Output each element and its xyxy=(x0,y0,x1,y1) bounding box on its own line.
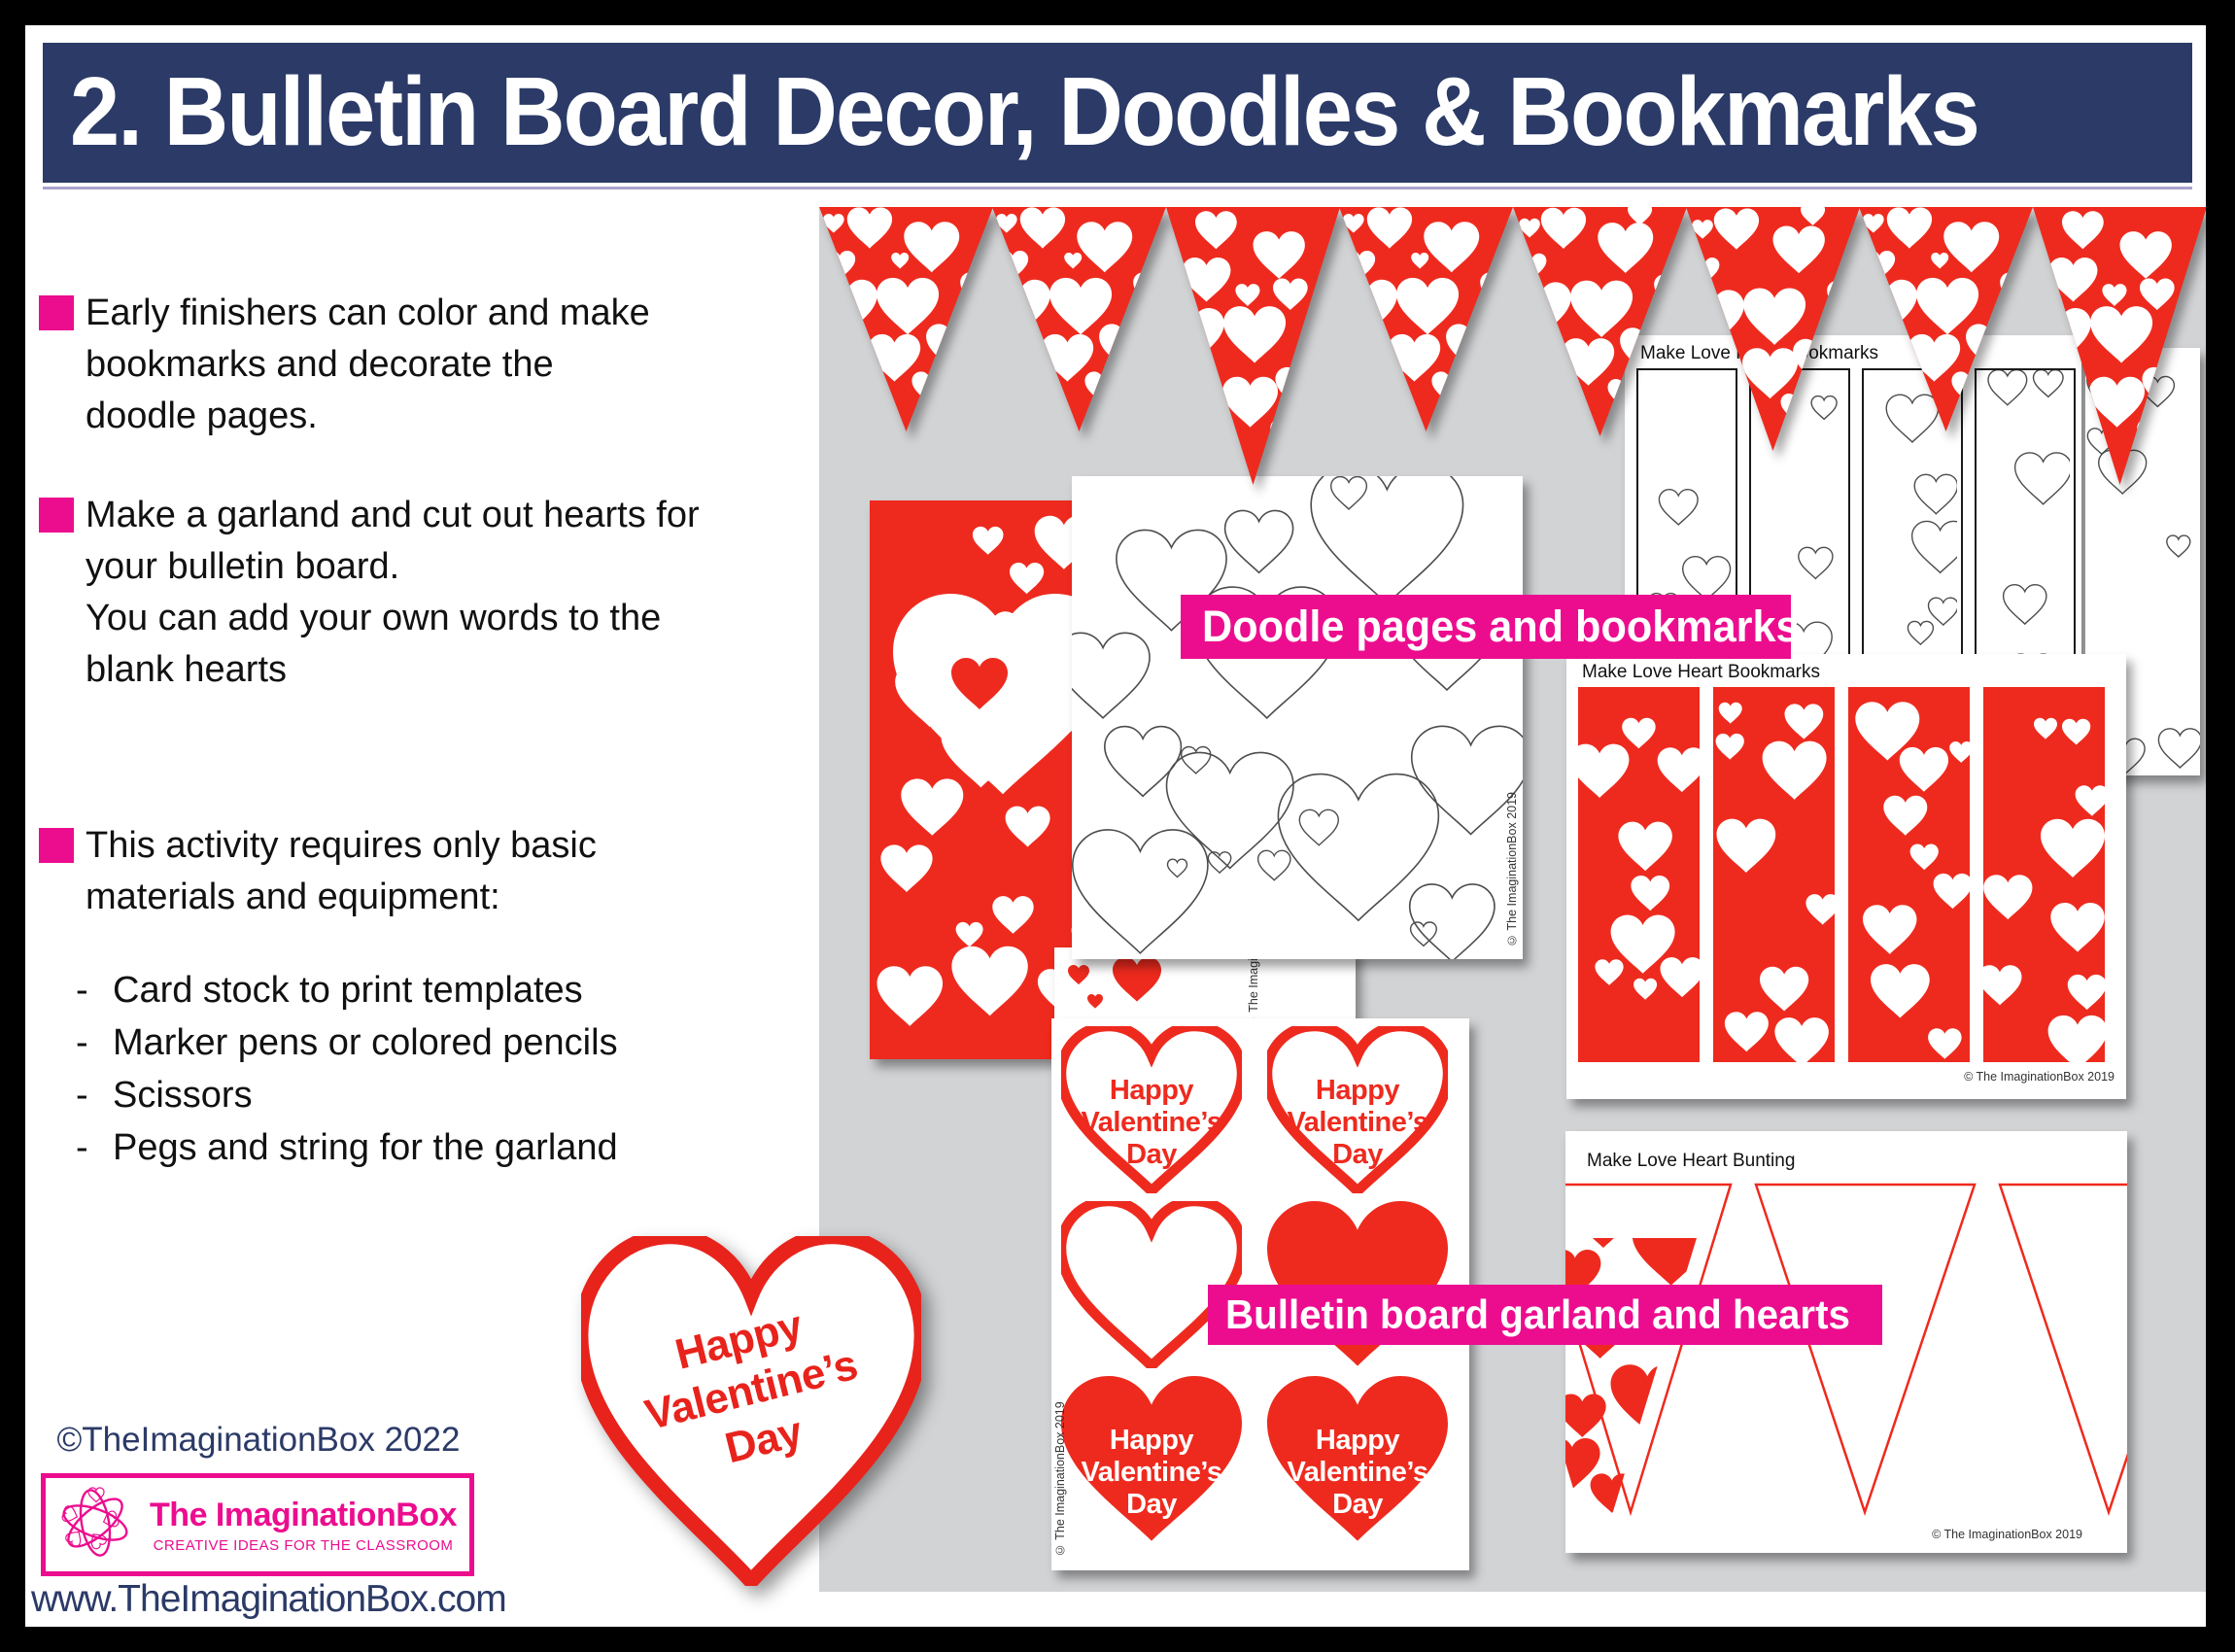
bullet-line: Make a garland and cut out hearts for xyxy=(86,495,700,535)
bullet-line: blank hearts xyxy=(86,649,288,690)
page-title: 2. Bulletin Board Decor, Doodles & Bookm… xyxy=(70,57,1980,166)
materials-list: - Card stock to print templates - Marker… xyxy=(76,964,618,1174)
bullet-materials: This activity requires only basic materi… xyxy=(39,820,824,923)
bookmark-red xyxy=(1569,687,1706,1062)
doodle-page-preview: © The ImaginationBox 2019 xyxy=(1054,476,1532,963)
bookmark-red xyxy=(1977,687,2110,1070)
outline-bookmarks-caption: Make Love Heart Bookmarks xyxy=(1640,343,1878,363)
bullet-square-icon xyxy=(39,498,74,533)
preview-copyright: © The ImaginationBox 2019 xyxy=(1932,1528,2082,1541)
bullet-line: your bulletin board. xyxy=(86,546,400,587)
preview-copyright: © The ImaginationBox 2019 xyxy=(1964,1070,2115,1084)
title-bar: 2. Bulletin Board Decor, Doodles & Bookm… xyxy=(43,43,2192,183)
material-item: - Marker pens or colored pencils xyxy=(76,1022,618,1063)
big-heart-sample: Happy Valentine’s Day xyxy=(581,1236,921,1586)
label-bulletin-garland: Bulletin board garland and hearts xyxy=(1208,1285,1882,1345)
material-item: - Scissors xyxy=(76,1075,253,1116)
preview-copyright: © The ImaginationBox 2019 xyxy=(1505,792,1519,947)
website-url: www.TheImaginationBox.com xyxy=(31,1578,507,1620)
bullet-early-finishers: Early finishers can color and make bookm… xyxy=(39,288,824,442)
material-item: - Pegs and string for the garland xyxy=(76,1127,618,1168)
imaginationbox-logo: The ImaginationBox CREATIVE IDEAS FOR TH… xyxy=(41,1473,474,1576)
logo-tagline: CREATIVE IDEAS FOR THE CLASSROOM xyxy=(153,1536,454,1554)
bullet-line: bookmarks and decorate the xyxy=(86,344,554,385)
bullet-square-icon xyxy=(39,295,74,330)
bullet-line: You can add your own words to the xyxy=(86,598,662,638)
bullet-make-garland: Make a garland and cut out hearts for yo… xyxy=(39,490,824,696)
bookmark-red xyxy=(1713,687,1840,1067)
spiral-logo-icon xyxy=(53,1481,137,1569)
logo-title: The ImaginationBox xyxy=(150,1496,457,1533)
label-doodle-pages: Doodle pages and bookmarks xyxy=(1181,595,1800,659)
sheet: 2. Bulletin Board Decor, Doodles & Bookm… xyxy=(25,25,2206,1627)
material-item: - Card stock to print templates xyxy=(76,970,583,1011)
bullet-line: materials and equipment: xyxy=(86,877,500,917)
bookmark-red xyxy=(1848,687,1974,1062)
bullet-line: Early finishers can color and make xyxy=(86,293,650,333)
preview-copyright: © The ImaginationBox 2019 xyxy=(1053,1401,1067,1557)
bullet-square-icon xyxy=(39,828,74,863)
red-bookmarks-preview: Make Love Heart Bookmarks © The Imaginat… xyxy=(1566,654,2126,1099)
red-bookmarks-caption: Make Love Heart Bookmarks xyxy=(1582,662,1820,682)
bunting-caption: Make Love Heart Bunting xyxy=(1587,1151,1796,1171)
copyright-2022: ©TheImaginationBox 2022 xyxy=(56,1421,461,1459)
bullet-line: doodle pages. xyxy=(86,396,318,436)
bullet-line: This activity requires only basic xyxy=(86,825,597,866)
header-divider xyxy=(43,187,2192,189)
